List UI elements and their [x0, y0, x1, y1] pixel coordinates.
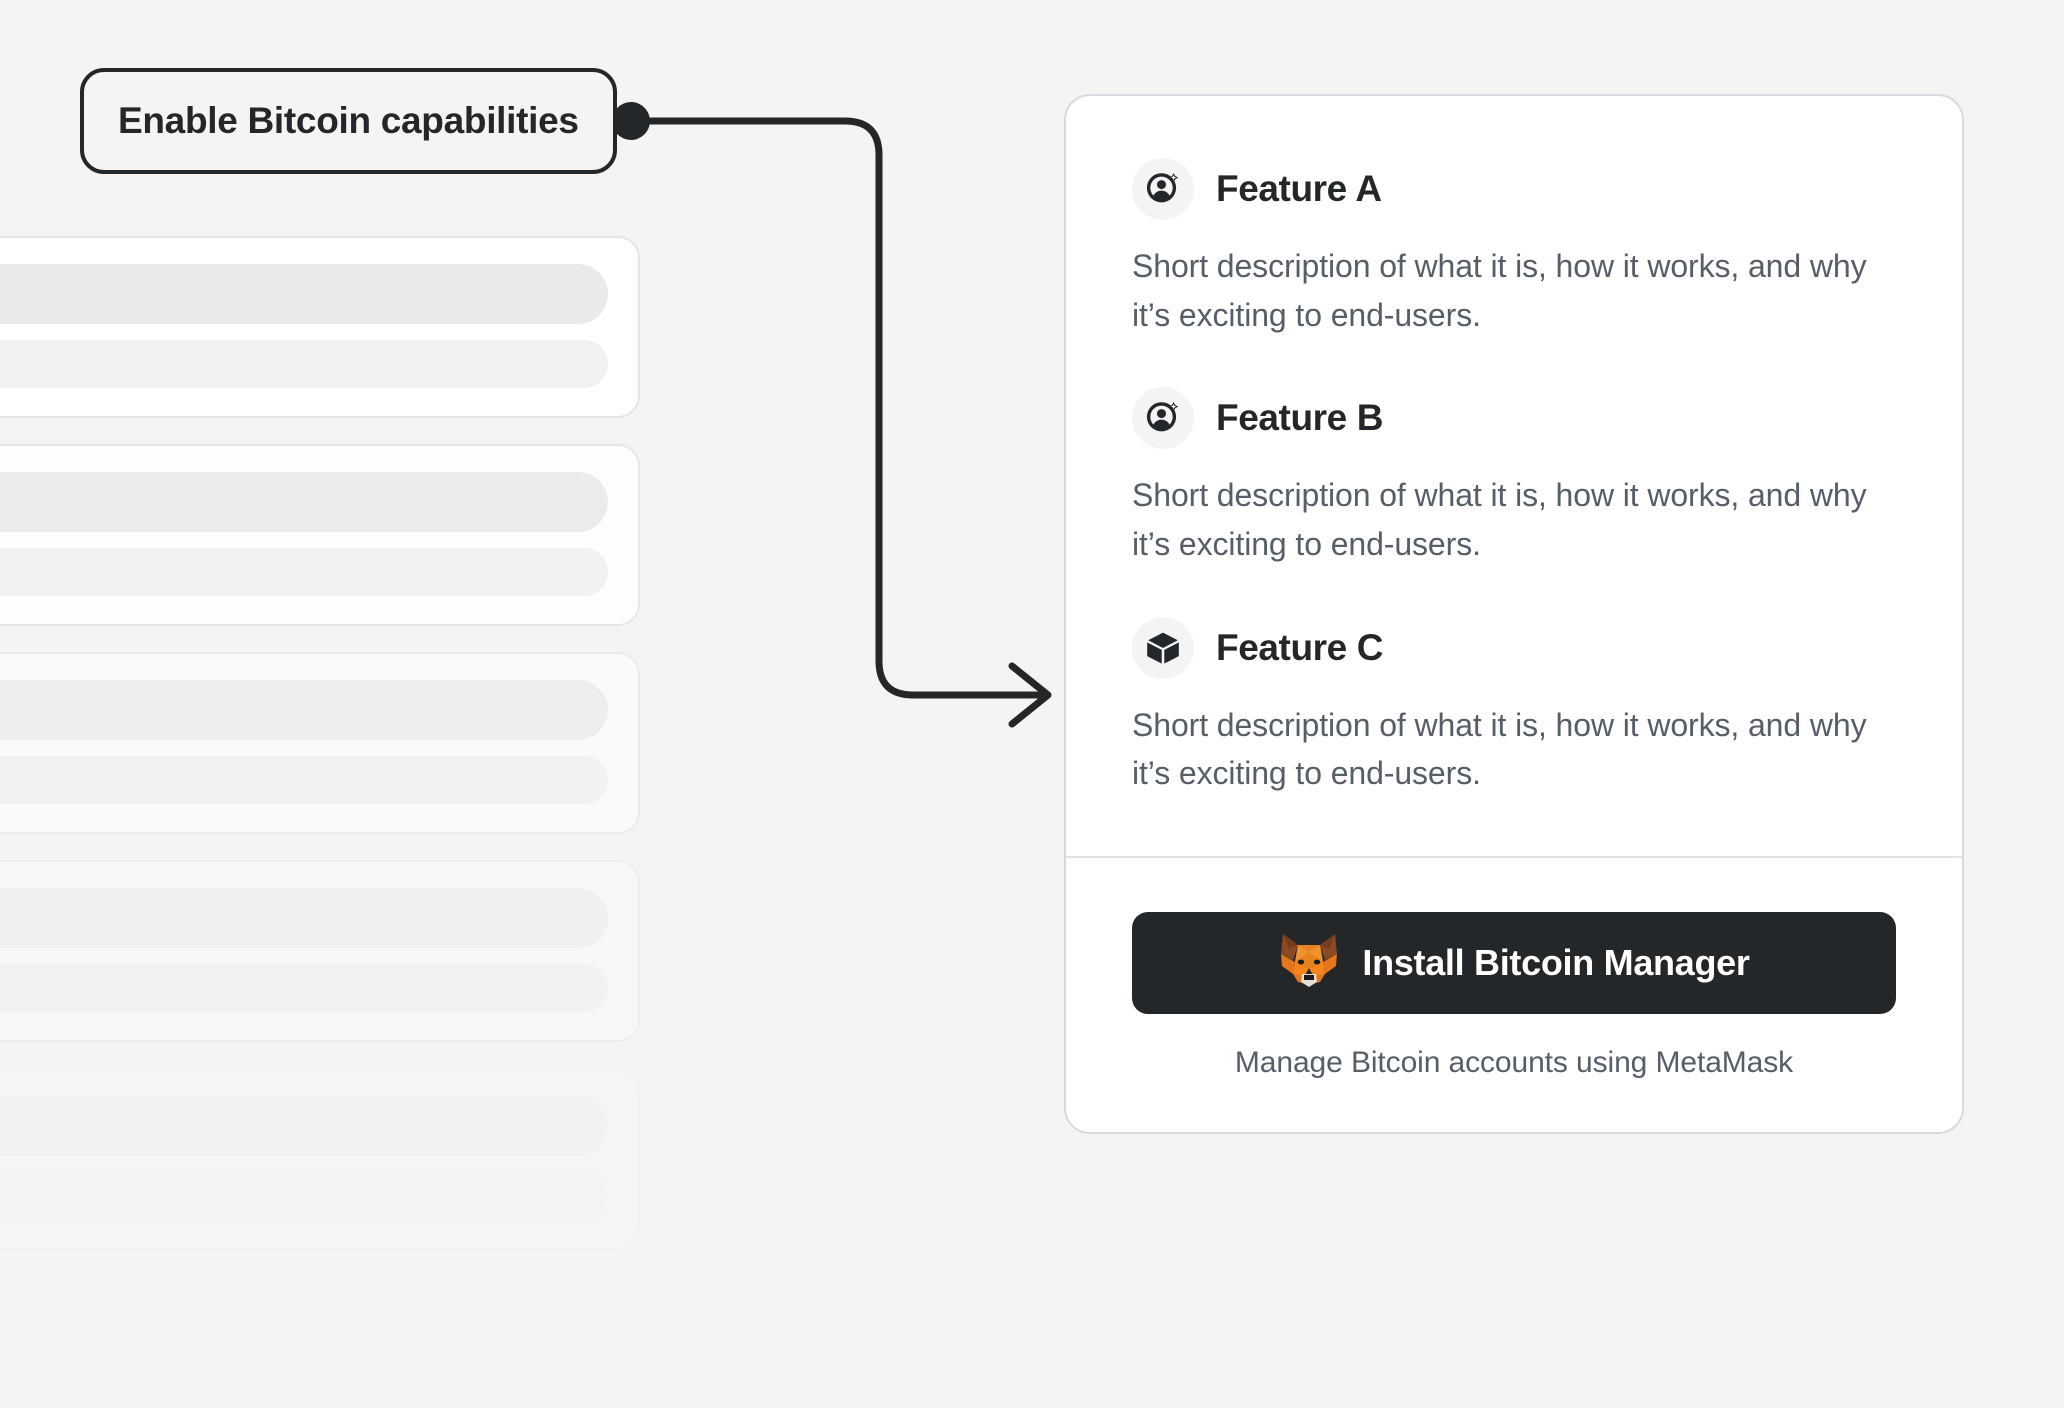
card-divider [1066, 855, 1962, 858]
annotation-label: Enable Bitcoin capabilities [118, 100, 579, 141]
feature-item: Feature C Short description of what it i… [1132, 616, 1896, 798]
placeholder-card [0, 652, 640, 834]
arrow-right-icon [1008, 662, 1052, 728]
placeholder-bar-primary [0, 472, 608, 532]
feature-header: Feature C [1132, 616, 1896, 679]
install-section: Install Bitcoin Manager Manage Bitcoin a… [1066, 858, 1962, 1132]
features-list: Feature A Short description of what it i… [1066, 96, 1962, 856]
placeholder-bar-primary [0, 680, 608, 740]
install-caption: Manage Bitcoin accounts using MetaMask [1234, 1045, 1794, 1079]
placeholder-bar-primary [0, 1096, 608, 1156]
bitcoin-capabilities-card: Feature A Short description of what it i… [1064, 94, 1964, 1134]
annotation-callout: Enable Bitcoin capabilities [80, 68, 617, 174]
placeholder-bar-secondary [0, 340, 608, 388]
placeholder-card [0, 1068, 640, 1250]
feature-header: Feature A [1132, 158, 1896, 220]
placeholder-card [0, 444, 640, 626]
placeholder-bar-secondary [0, 964, 608, 1012]
placeholder-bar-primary [0, 264, 608, 324]
feature-title: Feature C [1216, 626, 1384, 668]
placeholder-card [0, 236, 640, 418]
placeholder-bar-secondary [0, 756, 608, 804]
install-button-label: Install Bitcoin Manager [1362, 941, 1750, 983]
feature-item: Feature B Short description of what it i… [1132, 387, 1896, 568]
metamask-fox-icon [1278, 932, 1340, 993]
connector-path [627, 117, 1044, 699]
feature-item: Feature A Short description of what it i… [1132, 158, 1896, 339]
placeholder-card [0, 860, 640, 1042]
placeholder-bar-secondary [0, 1172, 608, 1220]
feature-title: Feature A [1216, 168, 1382, 209]
install-bitcoin-manager-button[interactable]: Install Bitcoin Manager [1132, 911, 1896, 1014]
placeholder-bar-primary [0, 888, 608, 948]
user-plus-icon [1132, 387, 1194, 450]
user-plus-icon [1132, 158, 1194, 220]
cube-icon [1132, 616, 1194, 679]
background-placeholder-list [0, 236, 640, 1276]
feature-description: Short description of what it is, how it … [1132, 248, 1867, 333]
placeholder-bar-secondary [0, 548, 608, 596]
feature-description: Short description of what it is, how it … [1132, 706, 1867, 792]
connector-dot-icon [612, 102, 650, 140]
feature-header: Feature B [1132, 387, 1896, 450]
feature-description: Short description of what it is, how it … [1132, 477, 1867, 562]
feature-title: Feature B [1216, 397, 1384, 439]
